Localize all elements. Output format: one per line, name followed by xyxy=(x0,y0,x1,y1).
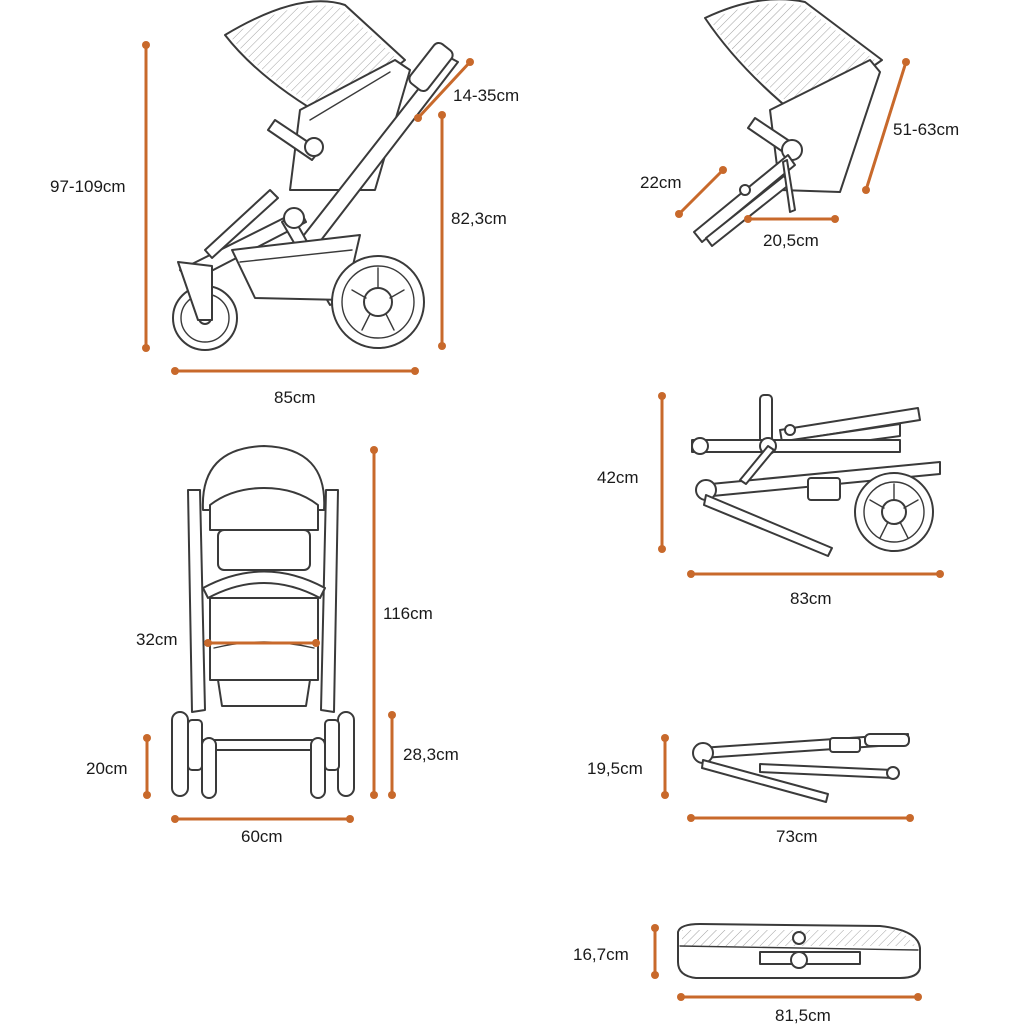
dim-seat-folded-height xyxy=(651,924,659,979)
label-frame-folded-length: 73cm xyxy=(776,827,818,846)
dim-seat-backrest xyxy=(862,58,910,194)
dim-front-front-wheel xyxy=(143,734,151,799)
dim-side-handle-adjust xyxy=(414,58,474,122)
label-seat-depth: 20,5cm xyxy=(763,231,819,250)
dim-folded-height xyxy=(658,392,666,553)
label-front-rear-wheel: 28,3cm xyxy=(403,745,459,764)
dim-seat-footrest xyxy=(675,166,727,218)
label-side-length: 85cm xyxy=(274,388,316,407)
label-folded-length: 83cm xyxy=(790,589,832,608)
stroller-front-view xyxy=(171,445,355,799)
dim-side-length xyxy=(171,367,419,375)
dim-front-width xyxy=(171,815,354,823)
label-folded-height: 42cm xyxy=(597,468,639,487)
frame-folded-view xyxy=(692,733,910,803)
label-front-height: 116cm xyxy=(383,604,433,623)
label-seat-folded-height: 16,7cm xyxy=(573,945,629,964)
dim-seat-depth xyxy=(744,215,839,223)
dim-front-height xyxy=(370,446,378,799)
label-side-total-height: 97-109cm xyxy=(50,177,126,196)
dim-frame-folded-height xyxy=(661,734,669,799)
label-side-handle-adjust: 14-35cm xyxy=(453,86,519,105)
dim-side-total-height xyxy=(142,41,150,352)
dim-front-rear-wheel xyxy=(388,711,396,799)
stroller-folded-view xyxy=(691,394,941,557)
seat-unit-view xyxy=(693,0,883,247)
dim-folded-length xyxy=(687,570,944,578)
seat-folded-view xyxy=(677,923,921,979)
dim-front-seat-width xyxy=(204,639,320,647)
label-seat-backrest: 51-63cm xyxy=(893,120,959,139)
label-front-width: 60cm xyxy=(241,827,283,846)
label-front-front-wheel: 20cm xyxy=(86,759,128,778)
stroller-side-view xyxy=(172,0,459,351)
dim-seat-folded-length xyxy=(677,993,922,1001)
dim-side-handle-height xyxy=(438,111,446,350)
label-seat-folded-length: 81,5cm xyxy=(775,1006,831,1024)
label-seat-footrest: 22cm xyxy=(640,173,682,192)
dim-frame-folded-length xyxy=(687,814,914,822)
label-side-handle-height: 82,3cm xyxy=(451,209,507,228)
label-front-seat-width: 32cm xyxy=(136,630,178,649)
label-frame-folded-height: 19,5cm xyxy=(587,759,643,778)
